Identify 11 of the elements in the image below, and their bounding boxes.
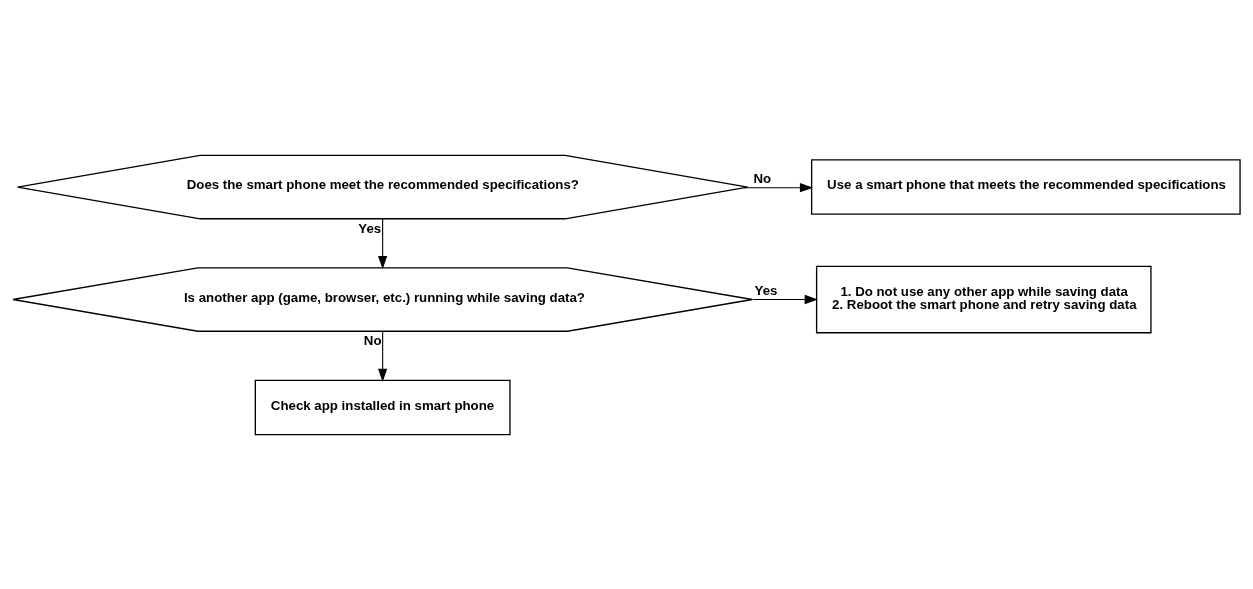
arrow [743,182,814,192]
node-box: Check app installed in smart phone [254,379,511,435]
arrow [378,330,388,382]
edge-label: No [753,170,772,186]
node-box: Use a smart phone that meets the recommended specifications [810,158,1241,215]
arrow [752,294,818,304]
edge-label: Yes [754,282,778,298]
node-box: 1. Do not use any other app while saving data 2. Reboot the smart phone and retry saving data [815,265,1152,333]
edge-label: No [363,332,382,348]
edge-label: Yes [358,220,382,236]
arrow [378,217,388,269]
